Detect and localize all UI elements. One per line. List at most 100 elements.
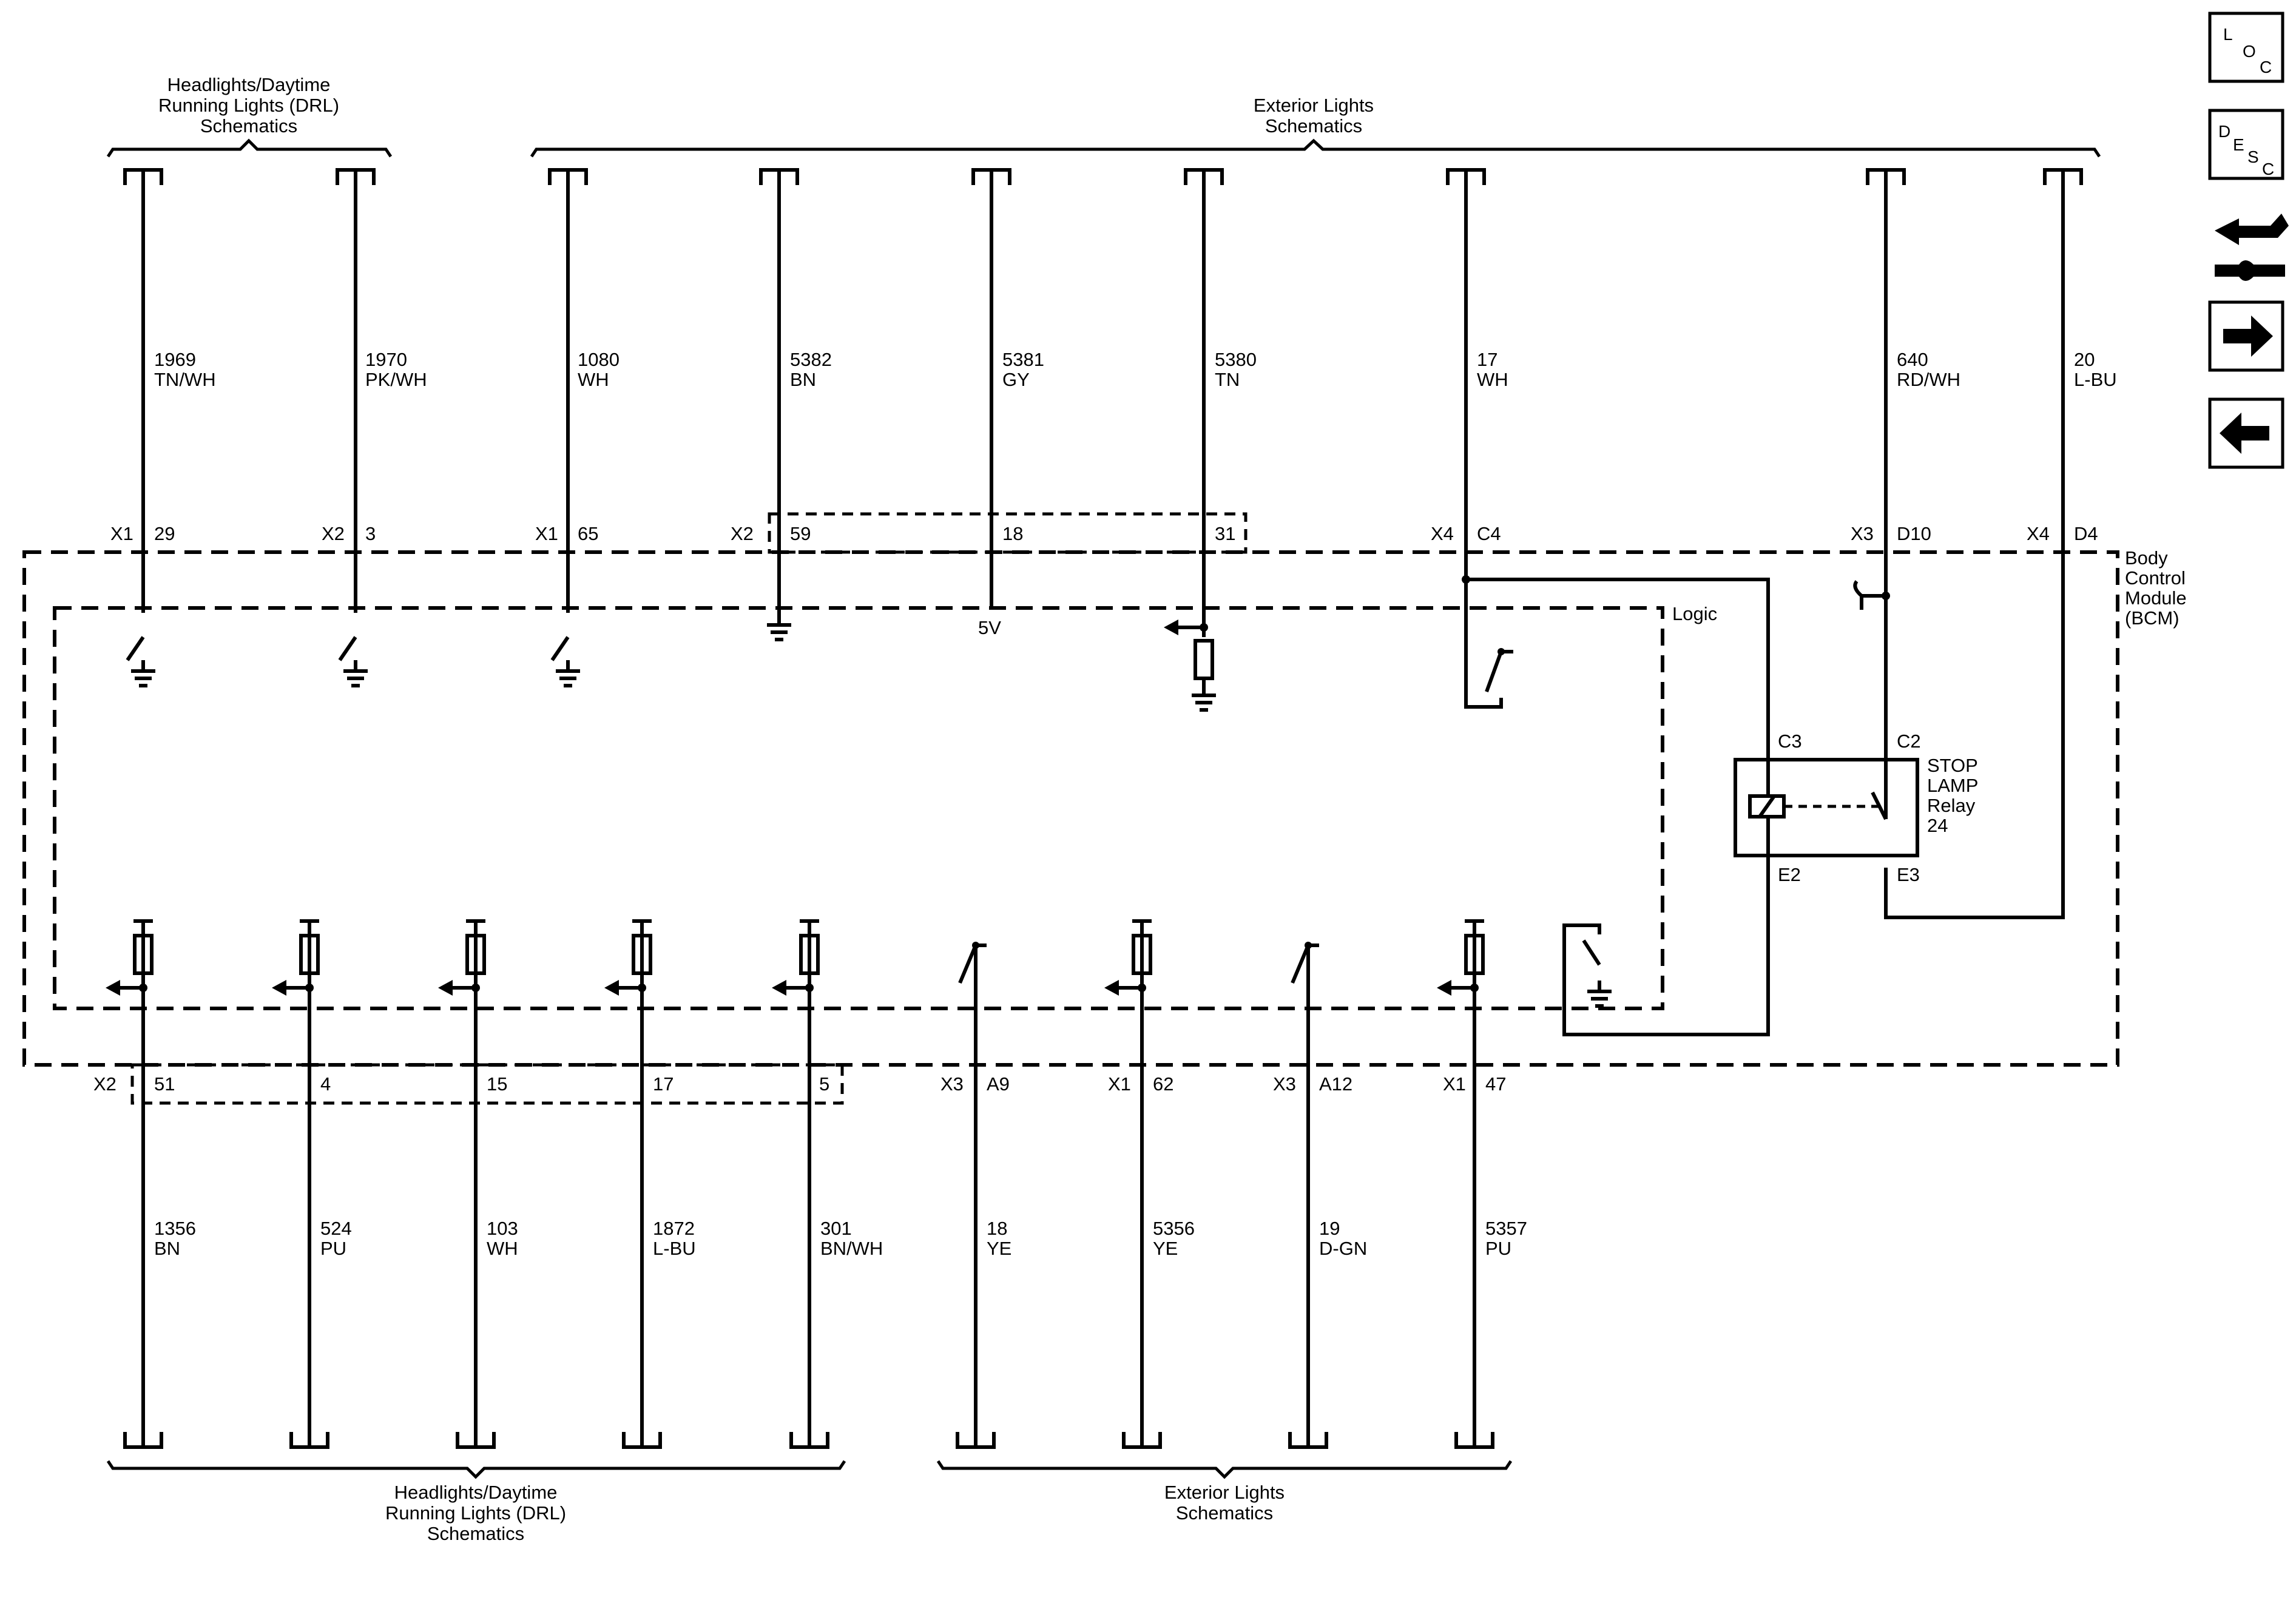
description-letter: C (2262, 160, 2274, 178)
pin-number: A12 (1319, 1073, 1352, 1095)
wire-103[interactable]: 15 103 WH (438, 919, 518, 1449)
wire-1872[interactable]: 17 1872 L-BU (604, 919, 696, 1449)
wire-color: WH (487, 1238, 518, 1259)
circuit-number: 1356 (154, 1218, 196, 1239)
connector-id: X3 (1851, 523, 1874, 544)
wire-640[interactable]: 640 RD/WH X3 D10 (1851, 168, 1960, 813)
circuit-number: 1872 (653, 1218, 695, 1239)
junction-dot (972, 942, 979, 949)
wire-1080[interactable]: 1080 WH X1 65 (535, 168, 620, 687)
wire-color: WH (578, 369, 609, 390)
relay-coil-slash (1758, 795, 1776, 818)
circuit-number: 5380 (1215, 349, 1257, 370)
wire-color: TN/WH (154, 369, 216, 390)
wire-5356[interactable]: X1 62 5356 YE (1104, 919, 1195, 1449)
pin-number: 3 (365, 523, 376, 544)
connector-terminal (1288, 1432, 1328, 1449)
bottom-right-group-header[interactable]: Exterior Lights Schematics (936, 1460, 1513, 1524)
connector-end-view-icon[interactable] (2215, 214, 2289, 281)
connector-terminal (1122, 1432, 1162, 1449)
next-page-button[interactable] (2208, 300, 2284, 372)
circuit-number: 5382 (790, 349, 832, 370)
switch-contact (1485, 650, 1513, 693)
connector-terminal (289, 1432, 329, 1449)
circuit-number: 301 (820, 1218, 852, 1239)
stop-lamp-relay[interactable]: C3 C2 E2 E3 STOP LAMP Relay 24 (1562, 731, 1978, 1036)
wire-5382[interactable]: 5382 BN X2 59 (731, 168, 832, 641)
pin-number: 15 (487, 1073, 507, 1095)
connector-id: X2 (322, 523, 345, 544)
description-button[interactable]: D E S C (2208, 109, 2284, 180)
header-line: Running Lights (DRL) (158, 95, 339, 116)
bcm-label-line: Module (2125, 587, 2187, 609)
wire-color: PU (320, 1238, 346, 1259)
driver-resistor (799, 934, 820, 975)
connector-terminal (456, 1432, 496, 1449)
location-button-frame (2208, 12, 2284, 83)
pin-number: 18 (1002, 523, 1023, 544)
header-line: Running Lights (DRL) (385, 1502, 566, 1524)
wire-20[interactable]: 20 L-BU X4 D4 (1884, 168, 2117, 919)
signal-arrow-icon (106, 980, 120, 996)
circuit-number: 5356 (1153, 1218, 1195, 1239)
bcm-label-line: (BCM) (2125, 607, 2180, 629)
connector-terminal (622, 1432, 662, 1449)
wire-1969[interactable]: 1969 TN/WH X1 29 (110, 168, 216, 687)
description-letter: S (2247, 147, 2259, 166)
header-line: Schematics (1265, 115, 1362, 137)
switch-contact (1291, 944, 1319, 984)
circuit-number: 1969 (154, 349, 196, 370)
relay-ground-line (1562, 817, 1770, 1036)
header-line: Schematics (1176, 1502, 1273, 1524)
wire-1356[interactable]: X2 51 1356 BN (93, 919, 196, 1449)
previous-page-button[interactable] (2208, 397, 2284, 469)
switch-to-ground (550, 636, 580, 687)
connector-id: X4 (1431, 523, 1454, 544)
relay-label-line: Relay (1927, 795, 1976, 816)
header-line: Headlights/Daytime (167, 74, 331, 95)
bcm-outline (22, 550, 2119, 1067)
header-line: Schematics (427, 1523, 524, 1544)
relay-pin-c3: C3 (1778, 731, 1802, 752)
wire-5380[interactable]: 5380 TN 31 (1164, 168, 1257, 712)
wire-color: YE (1153, 1238, 1178, 1259)
pin-number: 5 (819, 1073, 829, 1095)
bottom-left-group-header[interactable]: Headlights/Daytime Running Lights (DRL) … (106, 1460, 846, 1544)
wire-524[interactable]: 4 524 PU (272, 919, 352, 1449)
wire-5357[interactable]: X1 47 5357 PU (1437, 919, 1527, 1449)
wire-18[interactable]: X3 A9 18 YE (940, 942, 1011, 1449)
signal-arrow-icon (438, 980, 453, 996)
wire-color: BN (790, 369, 816, 390)
wire-color: WH (1477, 369, 1508, 390)
wire-1970[interactable]: 1970 PK/WH X2 3 (322, 168, 427, 687)
wire-color: GY (1002, 369, 1030, 390)
connector-id: X3 (1273, 1073, 1296, 1095)
driver-resistor (133, 934, 154, 975)
pin-number: 17 (653, 1073, 674, 1095)
wire-5381[interactable]: 5381 GY 18 5V (971, 168, 1044, 638)
connector-terminal (956, 1432, 996, 1449)
wire-19[interactable]: X3 A12 19 D-GN (1273, 942, 1367, 1449)
wire-color: PU (1485, 1238, 1511, 1259)
top-right-group-header[interactable]: Exterior Lights Schematics (530, 95, 2101, 158)
junction-dot (1305, 942, 1312, 949)
connector-terminal (789, 1432, 829, 1449)
top-left-group-header[interactable]: Headlights/Daytime Running Lights (DRL) … (106, 74, 393, 158)
location-button[interactable]: L O C (2208, 12, 2284, 83)
wire-17[interactable]: 17 WH X4 C4 (1431, 168, 1770, 795)
connector-id: X1 (1443, 1073, 1466, 1095)
wire-301[interactable]: 5 301 BN/WH (772, 919, 883, 1449)
driver-resistor (465, 934, 486, 975)
wire-line (1884, 170, 2065, 919)
pin-number: D10 (1897, 523, 1931, 544)
driver-resistor (1132, 934, 1152, 975)
connector-id: X2 (731, 523, 754, 544)
ground-icon (767, 623, 791, 641)
connector-arrow-shape (2215, 214, 2289, 245)
location-letter: O (2243, 42, 2256, 61)
bcm-label-line: Control (2125, 567, 2186, 589)
wire-color: L-BU (653, 1238, 696, 1259)
relay-feed-line (1466, 578, 1770, 795)
pin-number: 4 (320, 1073, 331, 1095)
driver-resistor (1464, 934, 1485, 975)
